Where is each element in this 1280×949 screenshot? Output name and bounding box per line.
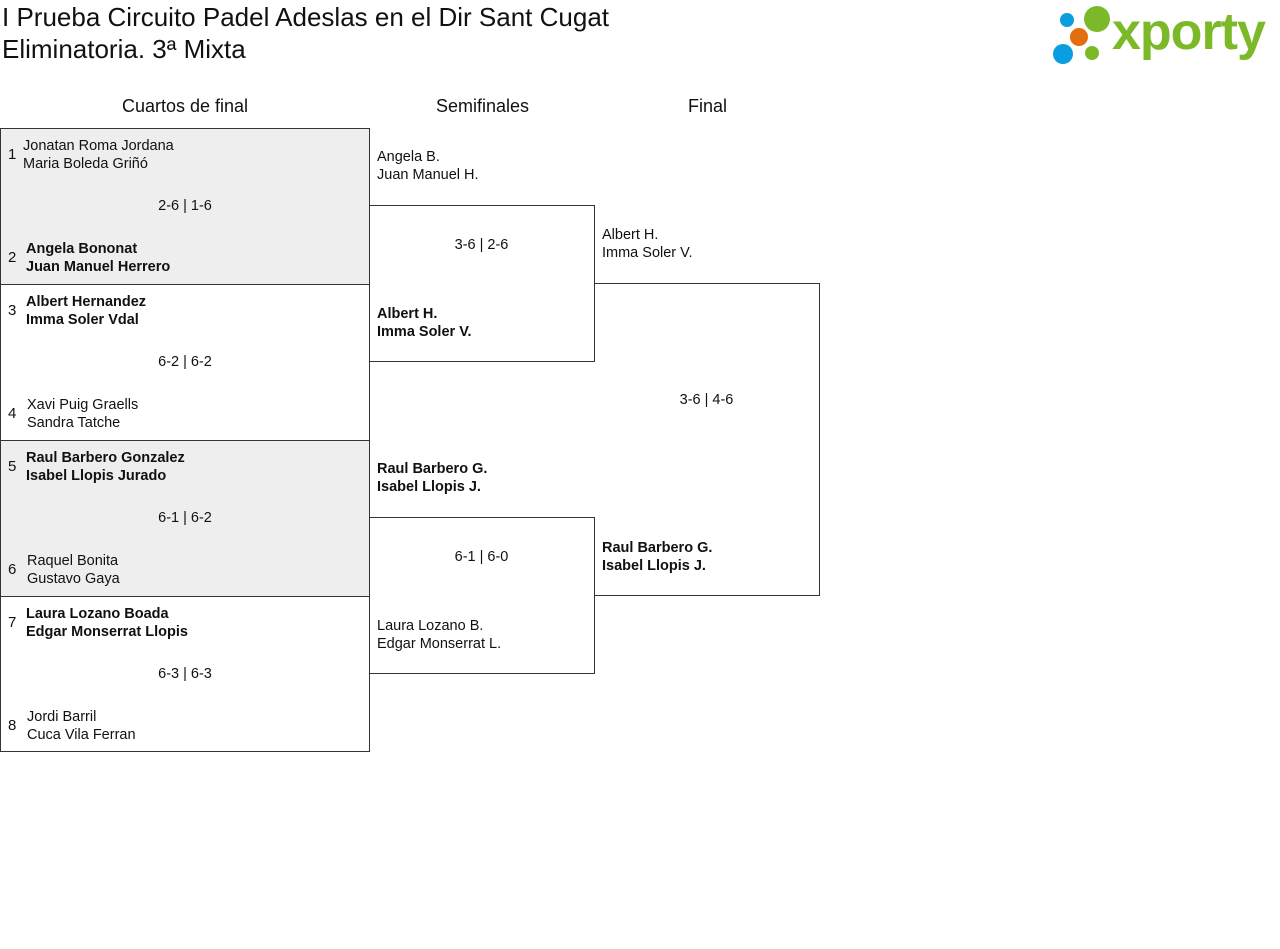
final-team-a-player: Albert H. [602, 227, 659, 243]
team-player: Angela Bononat [26, 241, 138, 257]
team-player: Edgar Monserrat Llopis [26, 624, 188, 640]
quarter-match-4: 7 Laura Lozano Boada Edgar Monserrat Llo… [0, 596, 370, 752]
semi-match-1: 3-6 | 2-6 Albert H. Imma Soler V. [369, 205, 595, 362]
team-player: Jonatan Roma Jordana [23, 138, 174, 154]
match-score: 6-1 | 6-0 [454, 549, 509, 565]
page-subtitle: Eliminatoria. 3ª Mixta [2, 34, 246, 64]
match-score: 6-3 | 6-3 [158, 666, 212, 682]
team-player: Gustavo Gaya [27, 571, 120, 587]
team-player: Imma Soler V. [377, 324, 472, 340]
round-header-quarters: Cuartos de final [121, 96, 249, 116]
match-score: 3-6 | 4-6 [679, 392, 734, 408]
seed: 3 [8, 302, 17, 319]
final-team-a-player: Imma Soler V. [602, 245, 693, 261]
team-player: Albert Hernandez [26, 294, 147, 310]
team-player: Maria Boleda Griñó [23, 156, 148, 172]
seed: 5 [8, 458, 17, 475]
seed: 7 [8, 614, 17, 631]
page-title: I Prueba Circuito Padel Adeslas en el Di… [2, 2, 610, 32]
match-score: 6-1 | 6-2 [158, 510, 212, 526]
semi-match-2: 6-1 | 6-0 Laura Lozano B. Edgar Monserra… [369, 517, 595, 674]
team-player: Albert H. [377, 306, 438, 322]
match-score: 3-6 | 2-6 [454, 237, 509, 253]
team-player: Raul Barbero G. [602, 540, 713, 556]
semi-1-team-a-player: Juan Manuel H. [377, 167, 479, 183]
match-score: 6-2 | 6-2 [158, 354, 212, 370]
team-player: Cuca Vila Ferran [27, 727, 136, 743]
team-player: Raquel Bonita [27, 553, 119, 569]
team-player: Raul Barbero Gonzalez [26, 450, 185, 466]
match-score: 2-6 | 1-6 [158, 198, 212, 214]
team-player: Laura Lozano B. [377, 618, 484, 634]
seed: 4 [8, 405, 17, 422]
team-player: Juan Manuel Herrero [26, 259, 171, 275]
team-player: Edgar Monserrat L. [377, 636, 502, 652]
seed: 8 [8, 717, 17, 734]
final-match: 3-6 | 4-6 Raul Barbero G. Isabel Llopis … [594, 283, 820, 596]
logo-dots-icon [1053, 6, 1110, 64]
quarter-match-1: 1 Jonatan Roma Jordana Maria Boleda Griñ… [0, 128, 370, 285]
xporty-logo: xporty [1050, 3, 1276, 66]
quarter-match-3: 5 Raul Barbero Gonzalez Isabel Llopis Ju… [0, 440, 370, 597]
team-player: Xavi Puig Graells [27, 397, 139, 413]
semi-1-team-a-player: Angela B. [377, 149, 440, 165]
team-player: Imma Soler Vdal [26, 312, 139, 328]
team-player: Isabel Llopis Jurado [26, 468, 167, 484]
seed: 2 [8, 249, 17, 266]
seed: 6 [8, 561, 17, 578]
round-header-semis: Semifinales [435, 96, 530, 116]
semi-2-team-a-player: Isabel Llopis J. [377, 479, 481, 495]
round-header-final: Final [687, 96, 727, 116]
semi-2-team-a-player: Raul Barbero G. [377, 461, 488, 477]
team-player: Jordi Barril [27, 709, 97, 725]
quarter-match-2: 3 Albert Hernandez Imma Soler Vdal 6-2 |… [0, 284, 370, 441]
team-player: Isabel Llopis J. [602, 558, 706, 574]
logo-text: xporty [1112, 3, 1266, 61]
seed: 1 [8, 146, 17, 163]
team-player: Sandra Tatche [27, 415, 121, 431]
team-player: Laura Lozano Boada [26, 606, 169, 622]
